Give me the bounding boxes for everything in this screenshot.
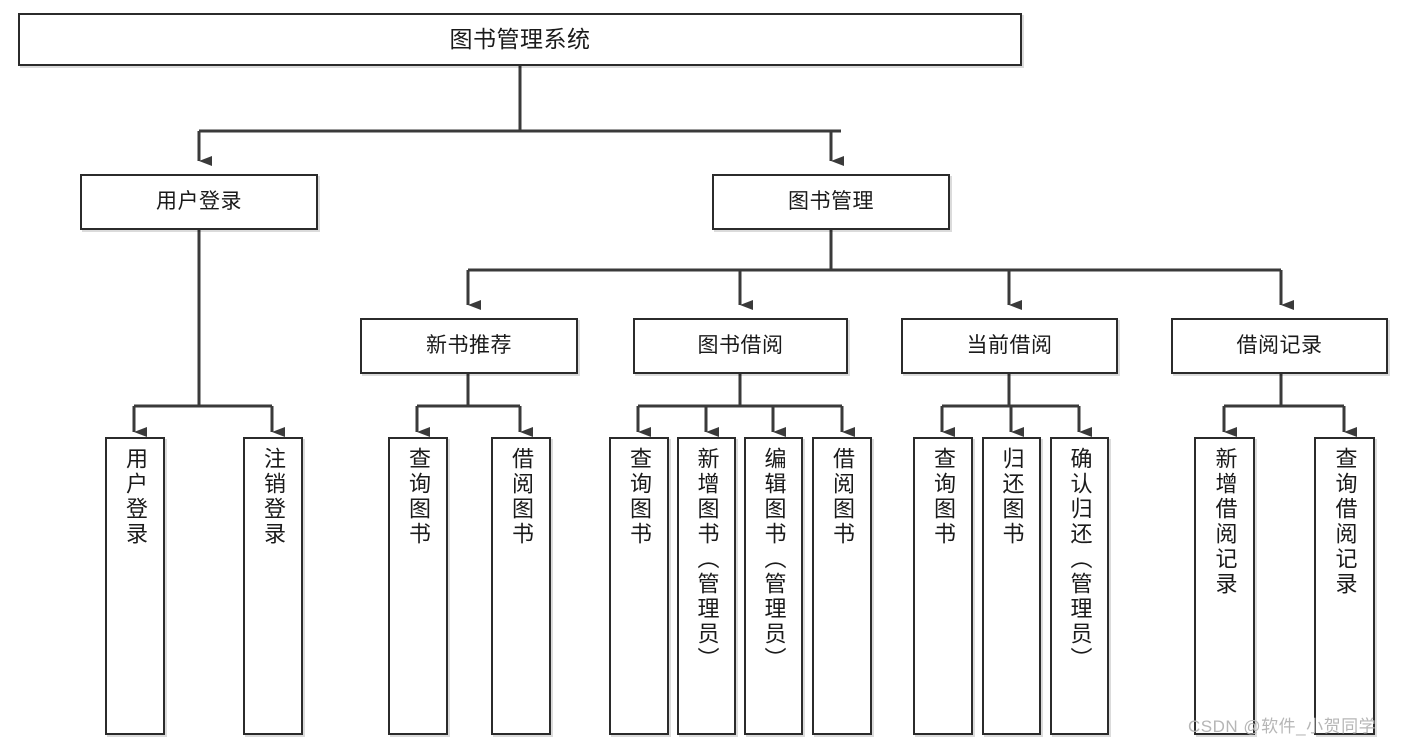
node-label: 归还图书 xyxy=(999,447,1025,547)
node-user-login[interactable]: 用户登录 xyxy=(80,174,318,230)
node-label: 查询图书 xyxy=(627,447,652,547)
leaf-borrow-book-recommend[interactable]: 借阅图书 xyxy=(491,437,551,735)
node-label: 查询图书 xyxy=(931,447,956,547)
leaf-query-book-current[interactable]: 查询图书 xyxy=(913,437,973,735)
leaf-return-book[interactable]: 归还图书 xyxy=(982,437,1041,735)
leaf-query-borrow-record[interactable]: 查询借阅记录 xyxy=(1314,437,1375,735)
leaf-query-book-borrow[interactable]: 查询图书 xyxy=(609,437,669,735)
node-label: 新增借阅记录 xyxy=(1212,447,1238,597)
node-label: 当前借阅 xyxy=(966,333,1053,357)
node-label: 借阅图书 xyxy=(830,447,855,547)
node-label: 查询借阅记录 xyxy=(1332,447,1358,597)
node-label: 用户登录 xyxy=(123,447,148,547)
leaf-confirm-return-admin[interactable]: 确认归还（管理员） xyxy=(1050,437,1109,735)
csdn-watermark: CSDN @软件_小贺同学 xyxy=(1188,717,1377,736)
node-label: 查询图书 xyxy=(406,447,431,547)
node-borrow-record[interactable]: 借阅记录 xyxy=(1171,318,1388,374)
node-label: 新增图书（管理员） xyxy=(694,447,720,672)
leaf-logout-login[interactable]: 注销登录 xyxy=(243,437,303,735)
node-current-borrow[interactable]: 当前借阅 xyxy=(901,318,1118,374)
node-label: 借阅记录 xyxy=(1236,333,1323,357)
node-label: 图书管理 xyxy=(788,189,874,213)
leaf-add-borrow-record[interactable]: 新增借阅记录 xyxy=(1194,437,1255,735)
node-label: 借阅图书 xyxy=(509,447,534,547)
node-label: 图书借阅 xyxy=(697,333,784,357)
leaf-user-login[interactable]: 用户登录 xyxy=(105,437,165,735)
leaf-edit-book-admin[interactable]: 编辑图书（管理员） xyxy=(744,437,803,735)
leaf-query-book-recommend[interactable]: 查询图书 xyxy=(388,437,448,735)
node-label: 编辑图书（管理员） xyxy=(761,447,787,672)
node-root-system[interactable]: 图书管理系统 xyxy=(18,13,1022,66)
node-label: 图书管理系统 xyxy=(449,26,591,53)
leaf-borrow-book[interactable]: 借阅图书 xyxy=(812,437,872,735)
node-label: 用户登录 xyxy=(156,189,242,213)
node-book-borrow[interactable]: 图书借阅 xyxy=(633,318,848,374)
node-label: 新书推荐 xyxy=(426,333,512,357)
node-book-management[interactable]: 图书管理 xyxy=(712,174,950,230)
node-label: 注销登录 xyxy=(261,447,286,547)
node-new-book-recommend[interactable]: 新书推荐 xyxy=(360,318,578,374)
node-label: 确认归还（管理员） xyxy=(1067,447,1093,672)
leaf-add-book-admin[interactable]: 新增图书（管理员） xyxy=(677,437,736,735)
